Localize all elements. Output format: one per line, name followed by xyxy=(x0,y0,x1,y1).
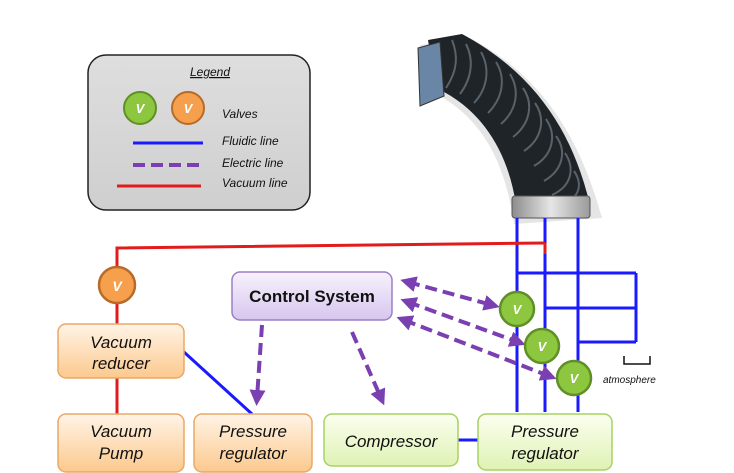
vacuum-pump-label-line1: Vacuum xyxy=(90,422,152,441)
legend: Legend V V Valves Fluidic line Electric … xyxy=(87,54,311,211)
vacuum-reducer-label-line2: reducer xyxy=(92,354,151,373)
vacuum-pump-label-line2: Pump xyxy=(99,444,143,463)
legend-green-valve-symbol: V xyxy=(136,101,146,116)
fluidic-lines xyxy=(160,218,638,442)
valve-3-symbol: V xyxy=(570,371,580,386)
actuator-base xyxy=(511,195,591,219)
soft-actuator-image xyxy=(417,34,602,224)
valve-1[interactable]: V xyxy=(498,290,536,328)
valve-3[interactable]: V xyxy=(555,359,593,397)
valve-2[interactable]: V xyxy=(523,327,561,365)
vacuum-reducer-block[interactable]: Vacuum reducer xyxy=(57,323,185,379)
control-system-label: Control System xyxy=(249,287,375,306)
electric-lines xyxy=(249,276,557,406)
control-system-block[interactable]: Control System xyxy=(231,271,393,321)
vacuum-reducer-label-line1: Vacuum xyxy=(90,333,152,352)
bellows-ridges xyxy=(445,39,580,205)
atmosphere-label: atmosphere xyxy=(603,375,656,386)
valve-2-symbol: V xyxy=(538,339,548,354)
compressor-label: Compressor xyxy=(345,432,439,451)
legend-title: Legend xyxy=(190,65,230,79)
legend-orange-valve-icon: V xyxy=(171,91,205,125)
vacuum-valve[interactable]: V xyxy=(97,265,137,305)
pressure-regulator-left-label-line1: Pressure xyxy=(219,422,287,441)
legend-orange-valve-symbol: V xyxy=(184,101,194,116)
pressure-regulator-right-block[interactable]: Pressure regulator xyxy=(477,413,613,471)
pressure-regulator-right-label-line2: regulator xyxy=(511,444,579,463)
atmosphere-vent-icon xyxy=(623,356,651,365)
vacuum-line xyxy=(115,241,547,414)
pressure-regulator-left-block[interactable]: Pressure regulator xyxy=(193,413,313,473)
vacuum-valve-symbol: V xyxy=(112,278,123,294)
pressure-regulator-left-label-line2: regulator xyxy=(219,444,287,463)
valve-1-symbol: V xyxy=(513,302,523,317)
legend-vacuum-label: Vacuum line xyxy=(222,176,288,190)
pressure-regulator-right-label-line1: Pressure xyxy=(511,422,579,441)
legend-fluidic-label: Fluidic line xyxy=(222,134,279,148)
legend-green-valve-icon: V xyxy=(123,91,157,125)
compressor-block[interactable]: Compressor xyxy=(323,413,459,467)
legend-electric-label: Electric line xyxy=(222,156,284,170)
vacuum-pump-block[interactable]: Vacuum Pump xyxy=(57,413,185,473)
legend-valves-label: Valves xyxy=(222,107,258,121)
